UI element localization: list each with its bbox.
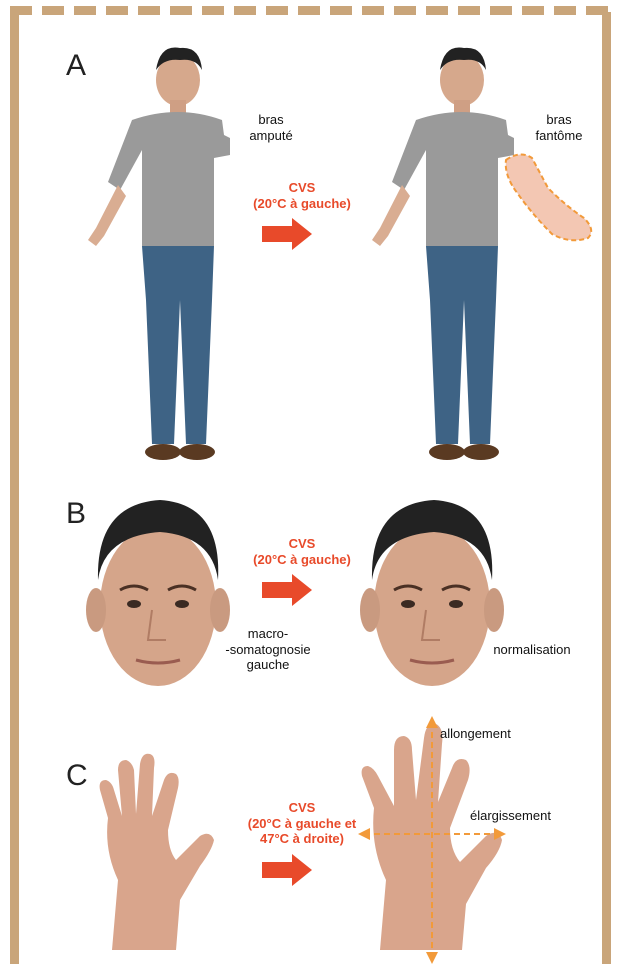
panel-c-hand-before bbox=[100, 754, 214, 950]
panel-b-before-label-line: gauche bbox=[218, 657, 318, 673]
phantom-arm-highlight bbox=[506, 154, 591, 240]
panel-c-length-label: allongement bbox=[440, 726, 540, 742]
panel-b-stimulus-line: (20°C à gauche) bbox=[232, 552, 372, 568]
panel-a-before-label-line: bras bbox=[236, 112, 306, 128]
panel-c-stimulus-line: 47°C à droite) bbox=[222, 831, 382, 847]
panel-b-before-label: macro- -somatognosie gauche bbox=[218, 626, 318, 673]
panel-b-head-before bbox=[86, 500, 230, 686]
panel-c-hand-after bbox=[362, 722, 502, 958]
panel-a-arrow-icon bbox=[262, 218, 312, 250]
panel-a-letter: A bbox=[66, 48, 86, 84]
panel-a-before-label-line: amputé bbox=[236, 128, 306, 144]
panel-a-stimulus-label: CVS (20°C à gauche) bbox=[232, 180, 372, 211]
panel-a-after-label-line: fantôme bbox=[524, 128, 594, 144]
panel-c-width-label: élargissement bbox=[470, 808, 580, 824]
panel-b-head-after bbox=[360, 500, 504, 686]
panel-b-before-label-line: macro- bbox=[218, 626, 318, 642]
panel-c-arrow-icon bbox=[262, 854, 312, 886]
panel-b-arrow-icon bbox=[262, 574, 312, 606]
panel-a-stimulus-line: CVS bbox=[232, 180, 372, 196]
panel-b-stimulus-label: CVS (20°C à gauche) bbox=[232, 536, 372, 567]
panel-c-stimulus-line: (20°C à gauche et bbox=[222, 816, 382, 832]
panel-a-before-label: bras amputé bbox=[236, 112, 306, 143]
panel-c-stimulus-line: CVS bbox=[222, 800, 382, 816]
panel-a-stimulus-line: (20°C à gauche) bbox=[232, 196, 372, 212]
panel-b-stimulus-line: CVS bbox=[232, 536, 372, 552]
panel-a-person-phantom-arm bbox=[372, 47, 591, 460]
panel-a-person-amputated bbox=[88, 47, 230, 460]
panel-c-letter: C bbox=[66, 758, 88, 794]
panel-b-after-label: normalisation bbox=[482, 642, 582, 658]
panel-b-after-label-line: normalisation bbox=[482, 642, 582, 658]
panel-b-before-label-line: -somatognosie bbox=[218, 642, 318, 658]
panel-a-after-label: bras fantôme bbox=[524, 112, 594, 143]
panel-b-letter: B bbox=[66, 496, 86, 532]
panel-a-after-label-line: bras bbox=[524, 112, 594, 128]
panel-c-stimulus-label: CVS (20°C à gauche et 47°C à droite) bbox=[222, 800, 382, 847]
